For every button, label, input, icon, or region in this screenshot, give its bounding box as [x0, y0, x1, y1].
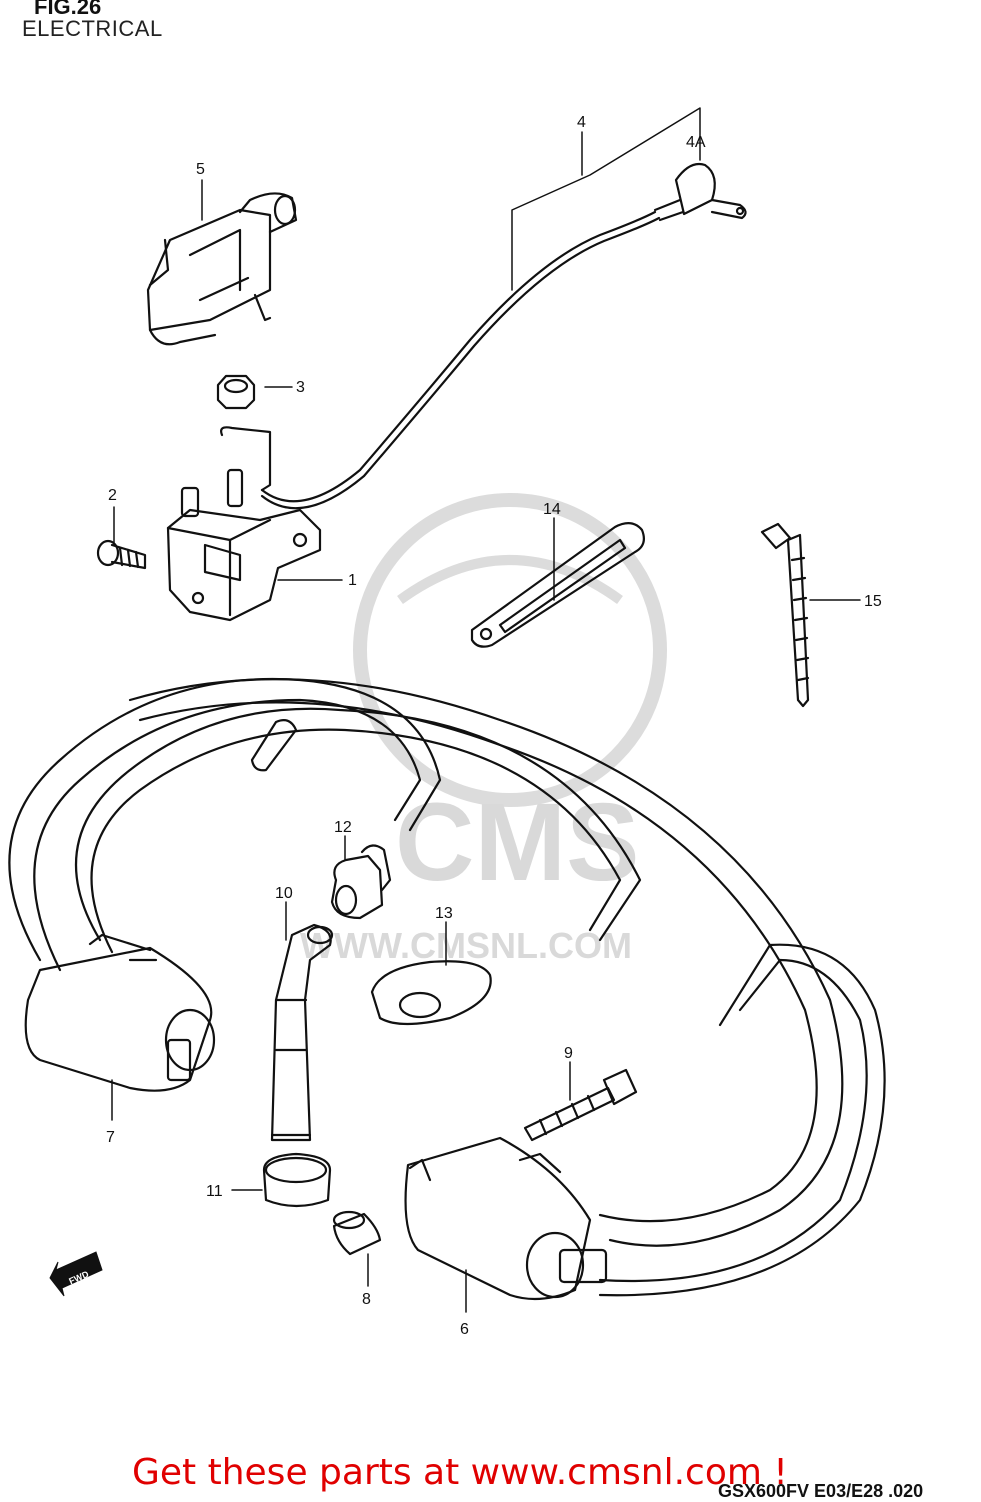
callout-5: 5 [196, 161, 205, 178]
callout-3: 3 [296, 379, 305, 396]
part-3-nut [216, 374, 256, 410]
watermark-brand: CMS [395, 781, 639, 904]
part-4-lead-wire [260, 162, 747, 510]
model-code: GSX600FV E03/E28 .020 [718, 1481, 924, 1501]
call-to-action-link[interactable]: Get these parts at www.cmsnl.com ! [132, 1452, 788, 1493]
part-12-cap [330, 844, 392, 920]
callout-9: 9 [564, 1045, 573, 1062]
part-13-grommet [370, 960, 492, 1026]
callout-7: 7 [106, 1129, 115, 1146]
callout-4: 4 [577, 114, 586, 131]
callout-15: 15 [864, 593, 882, 610]
part-8-sleeve [332, 1210, 382, 1256]
part-1-starter-relay [166, 426, 322, 622]
callout-11: 11 [206, 1183, 223, 1200]
callout-12: 12 [334, 819, 352, 836]
callout-labels: 4 4A 5 3 2 1 14 15 12 10 13 9 7 11 8 6 [106, 114, 882, 1338]
part-9-bolt [523, 1068, 638, 1142]
callout-1: 1 [348, 572, 357, 589]
part-7-ignition-coil [24, 933, 216, 1092]
part-15-cable-tie [760, 522, 810, 708]
callout-4a: 4A [686, 134, 706, 151]
leader-lines [111, 107, 861, 1313]
part-2-bolt [96, 539, 147, 570]
high-tension-cords [8, 677, 886, 1297]
callout-6: 6 [460, 1321, 469, 1338]
part-5-cover [146, 192, 298, 346]
watermark: CMS WWW.CMSNL.COM [300, 493, 667, 966]
callout-2: 2 [108, 487, 117, 504]
callout-10: 10 [275, 885, 293, 902]
figure-subtitle: ELECTRICAL [22, 16, 163, 41]
callout-13: 13 [435, 905, 453, 922]
callout-14: 14 [543, 501, 561, 518]
part-10-plug-cap [270, 923, 334, 1142]
figure-number: FIG.26 [34, 0, 102, 19]
part-11-boot [262, 1152, 332, 1208]
callout-8: 8 [362, 1291, 371, 1308]
watermark-url: WWW.CMSNL.COM [300, 925, 632, 966]
part-6-ignition-coil [404, 1136, 608, 1301]
part-14-band [470, 522, 645, 648]
forward-arrow-icon: FWD [49, 1251, 103, 1297]
